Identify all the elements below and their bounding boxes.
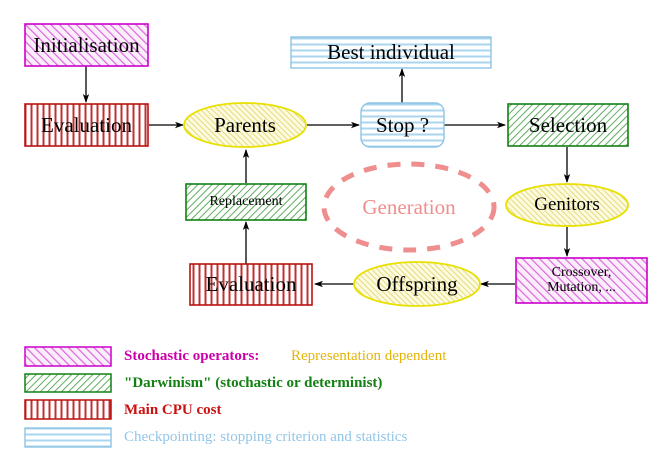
node-generation <box>321 161 497 253</box>
legend-label-stochastic: Stochastic operators: <box>124 348 260 364</box>
node-offspring <box>353 261 481 307</box>
legend-swatch-cpu <box>24 399 112 420</box>
legend-label-checkpointing: Checkpointing: stopping criterion and st… <box>124 429 408 445</box>
node-best-individual <box>290 36 492 69</box>
node-genitors <box>505 183 629 227</box>
node-evaluation-top <box>24 103 149 147</box>
node-evaluation-bottom <box>189 263 313 306</box>
legend-swatch-checkpointing <box>24 427 112 448</box>
legend-label-darwinism: "Darwinism" (stochastic or determinist) <box>124 375 383 391</box>
legend-swatch-darwinism <box>24 373 112 393</box>
legend-label-representation-dependent: Representation dependent <box>291 348 447 364</box>
node-replacement <box>185 183 307 221</box>
node-crossover-mutation <box>515 257 648 304</box>
edge-group <box>82 66 571 288</box>
node-parents <box>183 102 307 148</box>
node-selection <box>507 103 629 147</box>
legend-label-main-cpu-cost: Main CPU cost <box>124 402 222 418</box>
legend-swatch-stochastic <box>24 346 112 367</box>
node-initialisation <box>24 23 149 67</box>
node-stop <box>360 102 445 148</box>
